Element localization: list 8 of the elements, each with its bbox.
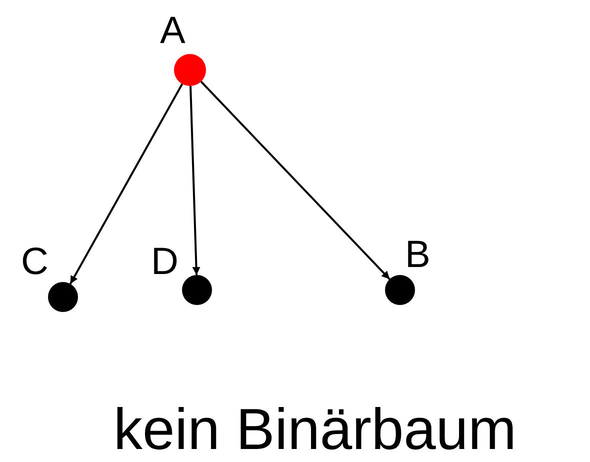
arrow (200, 80, 390, 280)
node-label: D (151, 243, 178, 281)
node-label: A (160, 12, 186, 50)
arrow (69, 83, 184, 284)
node-label: C (21, 243, 48, 281)
node-label: B (405, 236, 430, 274)
caption: kein Binärbaum (112, 398, 518, 462)
arrow (190, 86, 200, 276)
